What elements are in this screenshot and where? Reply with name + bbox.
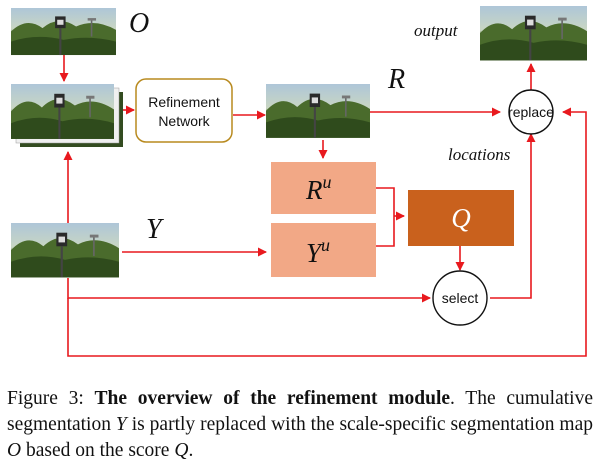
line-ru-to-q bbox=[376, 187, 395, 216]
arrow-select-to-replace bbox=[490, 133, 536, 299]
image-r bbox=[266, 84, 370, 138]
ru-box bbox=[271, 162, 376, 214]
yu-box bbox=[271, 223, 376, 277]
replace-node bbox=[508, 89, 554, 135]
arrow-y-loop-to-replace bbox=[67, 107, 587, 357]
replace-label: replace bbox=[508, 104, 554, 120]
q-label: Q bbox=[451, 203, 471, 233]
arrow-y-to-select bbox=[67, 278, 431, 303]
ru-label: Ru bbox=[305, 172, 332, 205]
yu-label: Yu bbox=[306, 235, 330, 268]
image-y bbox=[11, 223, 120, 278]
label-r: R bbox=[387, 64, 405, 95]
label-locations: locations bbox=[448, 145, 511, 164]
label-o: O bbox=[129, 8, 149, 39]
refinement-module-diagram: O R Y output Refinement Network Ru Yu Q … bbox=[11, 6, 587, 357]
label-y: Y bbox=[146, 214, 165, 245]
refinement-network-box bbox=[135, 78, 233, 143]
refinement-label-line1: Refinement bbox=[148, 94, 220, 110]
image-output bbox=[480, 6, 587, 61]
line-yu-to-q bbox=[376, 216, 395, 247]
refinement-label-line2: Network bbox=[158, 113, 210, 129]
q-box bbox=[408, 190, 514, 246]
image-stack bbox=[11, 84, 123, 147]
select-label: select bbox=[442, 290, 479, 306]
image-o bbox=[11, 8, 116, 56]
label-output: output bbox=[414, 21, 459, 40]
figure-caption: Figure 3: The overview of the refinement… bbox=[7, 388, 593, 461]
caption-bold-title: The overview of the refinement module bbox=[94, 388, 451, 409]
connector-lines bbox=[59, 55, 587, 357]
select-node bbox=[432, 270, 488, 326]
